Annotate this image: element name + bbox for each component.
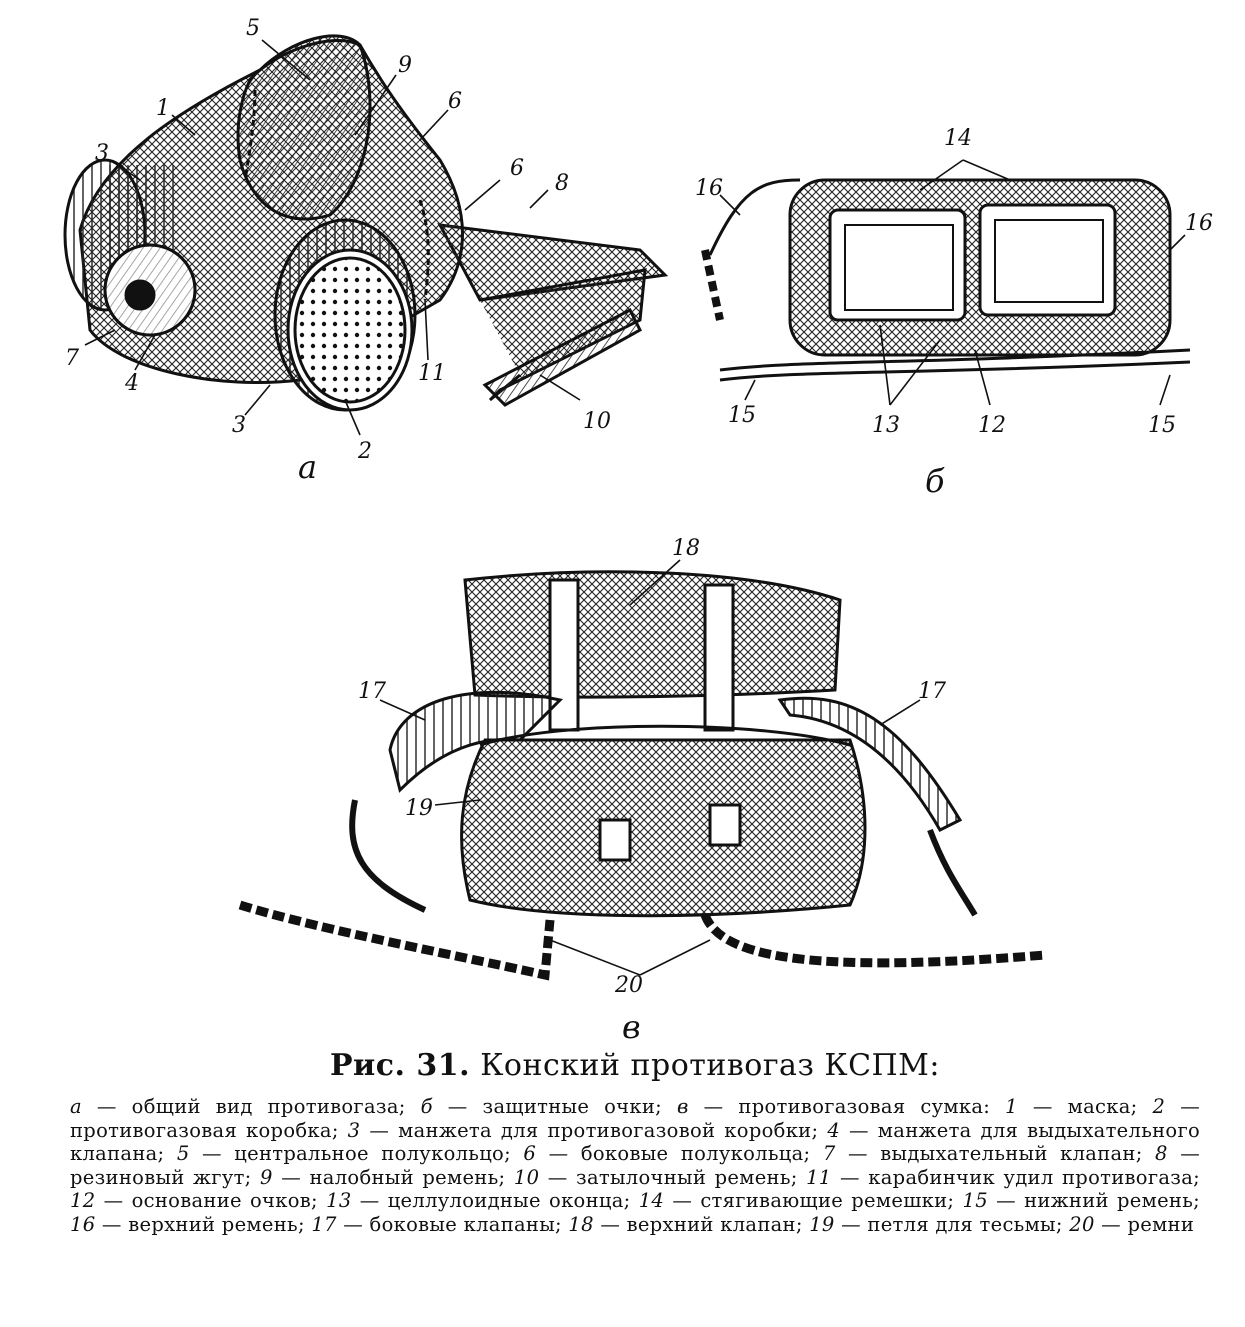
callout-17a: 17 [358,679,386,704]
legend-item: 13 — целлулоидные оконца; [326,1189,639,1212]
callout-2: 2 [357,439,372,464]
legend-key: 11 [806,1165,832,1189]
legend-item: 12 — основание очков; [70,1189,327,1212]
legend-key: 10 [513,1165,540,1189]
callout-6b: 6 [510,156,524,181]
callout-9: 9 [398,53,412,78]
figure-caption: Рис. 31. Конский противогаз КСПМ: а — об… [70,1048,1200,1236]
legend-key: 15 [962,1189,988,1212]
part-label-a: а [298,448,317,486]
legend-key: 1 [1005,1095,1018,1118]
callout-7: 7 [65,346,79,371]
legend-key: 9 [260,1165,273,1189]
goggles-drawing [701,178,1191,382]
legend-item: 17 — боковые клапаны; [311,1212,569,1236]
legend-key: 20 [1069,1212,1095,1236]
callout-20: 20 [614,973,643,998]
legend-key: 17 [311,1212,337,1236]
callout-15b: 15 [1148,413,1176,438]
legend-key: а [70,1095,82,1118]
legend-item: в — противогазовая сумка: [677,1095,1006,1118]
legend-key: 14 [638,1189,665,1212]
legend-item: 14 — стягивающие ремешки; [638,1189,963,1212]
figure-title: Конский противогаз КСПМ: [480,1048,941,1083]
legend-item: 1 — маска; [1005,1095,1153,1118]
legend-key: 16 [70,1212,96,1236]
legend-item: 3 — манжета для противогазовой коробки; [347,1118,828,1142]
legend-key: 7 [822,1142,836,1165]
leader-lines [84,39,1186,976]
legend-item: 9 — налобный ремень; [260,1165,514,1189]
callout-8: 8 [555,171,569,196]
callout-16a: 16 [695,176,723,201]
legend-key: б [420,1095,433,1118]
legend-key: 18 [568,1212,594,1236]
legend-item: 19 — петля для тесьмы; [809,1212,1070,1236]
callout-15a: 15 [728,403,756,428]
callout-17b: 17 [918,679,946,704]
legend-item: 5 — центральное полукольцо; [176,1142,524,1165]
legend-key: 5 [176,1142,190,1165]
callout-5: 5 [246,16,260,41]
legend-item: 11 — карабинчик удил противогаза; [806,1165,1200,1189]
legend-key: 4 [827,1118,841,1142]
legend-key: 6 [523,1142,537,1165]
callout-18: 18 [672,536,700,561]
legend-item: 7 — выдыхательный клапан; [822,1142,1156,1165]
callout-14: 14 [944,126,972,151]
legend-item: 4 — манжета для выдыхательного клапана; [70,1118,1200,1166]
legend-item: 6 — боковые полукольца; [523,1142,823,1165]
legend-key: 13 [326,1189,352,1212]
callout-19: 19 [405,796,433,821]
caption-legend: а — общий вид противогаза; б — защитные … [70,1095,1200,1236]
callout-6a: 6 [448,89,462,114]
legend-item: 20 — ремни [1069,1212,1195,1236]
callout-labels: 5 1 9 6 6 8 3 7 4 3 2 11 10 а 14 16 16 1… [65,16,1213,1040]
legend-key: 19 [809,1212,835,1236]
legend-key: 3 [347,1118,361,1142]
callout-3b: 3 [232,413,246,438]
legend-key: 12 [70,1189,96,1212]
figure-number: Рис. 31. [329,1048,471,1083]
legend-item: 2 — противогазовая коробка; [70,1095,1200,1142]
legend-item: 15 — нижний ремень; [962,1189,1201,1212]
callout-12: 12 [978,413,1006,438]
figure-illustration: 5 1 9 6 6 8 3 7 4 3 2 11 10 а 14 16 16 1… [63,16,1213,1040]
callout-3a: 3 [95,141,109,166]
legend-item: 16 — верхний ремень; [70,1212,312,1236]
callout-16b: 16 [1185,211,1213,236]
legend-item: 10 — затылочный ремень; [513,1165,807,1189]
gas-mask-drawing [63,34,669,412]
callout-13: 13 [872,413,900,438]
legend-item: 18 — верхний клапан; [568,1212,810,1236]
callout-4: 4 [124,371,139,396]
legend-item: б — защитные очки; [420,1095,678,1118]
caption-title: Рис. 31. Конский противогаз КСПМ: [70,1048,1200,1083]
callout-1: 1 [156,96,170,121]
legend-item: 8 — резиновый жгут; [70,1142,1200,1189]
callout-11: 11 [418,361,446,386]
legend-key: в [677,1095,689,1118]
part-label-c: в [622,1008,641,1040]
legend-key: 2 [1152,1095,1166,1118]
part-label-b: б [925,462,945,500]
callout-10: 10 [583,409,611,434]
legend-item: а — общий вид противогаза; [70,1095,421,1118]
bag-drawing [238,570,1046,981]
legend-key: 8 [1155,1142,1168,1165]
